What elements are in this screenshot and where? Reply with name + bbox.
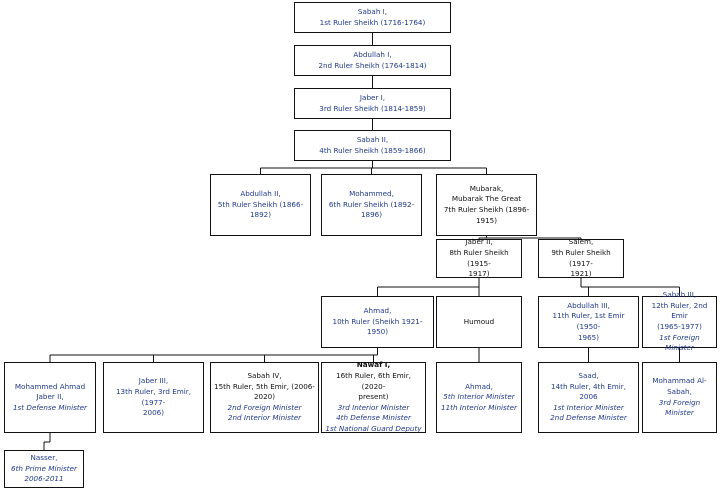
node-line: 16th Ruler, 6th Emir, (2020- — [336, 371, 411, 391]
node-line: 1st Interior Minister — [553, 402, 624, 412]
node-line: 1st Foreign Minister — [659, 332, 700, 353]
node-line: 1917) — [468, 269, 490, 279]
node-line: 11th Interior Minister — [441, 402, 517, 412]
node-line: Mohammed, — [349, 189, 394, 199]
node-sabah3: Sabah III,12th Ruler, 2nd Emir(1965-1977… — [642, 290, 717, 352]
node-humoud: Humoud — [436, 296, 522, 348]
node-line: Jaber I, — [359, 92, 386, 102]
node-line: 8th Ruler Sheikh (1915- — [449, 247, 509, 268]
node-line: 9th Ruler Sheikh (1917- — [551, 247, 611, 268]
node-line: Abdullah II, — [240, 189, 281, 199]
node-line: 1st Ruler Sheikh (1716-1764) — [319, 17, 426, 27]
node-line: Ahmad, — [465, 381, 493, 391]
node-line: 2006) — [142, 408, 165, 418]
node-line: Humoud — [463, 316, 495, 326]
node-line: 4th Defense Minister — [336, 413, 411, 423]
node-salem: Salem,9th Ruler Sheikh (1917-1921) — [538, 237, 624, 279]
node-line: Mubarak, — [469, 183, 504, 193]
node-line: 2nd Defense Minister — [550, 413, 627, 423]
node-line: Abdullah III, — [567, 300, 610, 310]
node-line: Mohammed Ahmad — [14, 381, 86, 391]
node-jaber2: Jaber II,8th Ruler Sheikh (1915-1917) — [436, 237, 522, 279]
node-line: 6th Prime Minister — [11, 463, 77, 473]
node-line: present) — [358, 392, 389, 402]
node-sabah1: Sabah I,1st Ruler Sheikh (1716-1764) — [294, 2, 451, 33]
node-sabah4: Sabah IV,15th Ruler, 5th Emir, (2006-202… — [210, 362, 319, 433]
node-line: 3rd Interior Minister — [337, 402, 410, 412]
node-line: 2006-2011 — [24, 474, 64, 484]
node-line: 4th Ruler Sheikh (1859-1866) — [319, 145, 426, 155]
node-line: 14th Ruler, 4th Emir, 2006 — [551, 381, 626, 402]
node-abdullah2: Abdullah II,5th Ruler Sheikh (1866-1892) — [210, 174, 311, 236]
node-line: 3rd Foreign Minister — [658, 397, 701, 418]
node-line: 11th Ruler, 1st Emir (1950- — [552, 311, 625, 331]
node-line: 2nd Interior Minister — [227, 413, 302, 423]
node-line: Ahmad, — [363, 306, 392, 316]
node-line: 2nd Ruler Sheikh (1764-1814) — [318, 60, 427, 70]
node-mohammed: Mohammed,6th Ruler Sheikh (1892-1896) — [321, 174, 422, 236]
node-line: 10th Ruler (Sheikh 1921-1950) — [332, 316, 423, 337]
node-line: 3rd Ruler Sheikh (1814-1859) — [319, 103, 426, 113]
node-line: 1st National Guard Deputy — [325, 423, 422, 433]
node-line: 5th Ruler Sheikh (1866-1892) — [217, 199, 304, 220]
node-line: Saad, — [578, 371, 599, 381]
node-line: Mohammad Al- — [652, 376, 707, 386]
node-sabah2: Sabah II,4th Ruler Sheikh (1859-1866) — [294, 130, 451, 161]
node-line: 1st Defense Minister — [12, 402, 88, 412]
node-line: Salem, — [568, 237, 594, 247]
node-line: Jaber III, — [138, 376, 169, 386]
node-line: 1965) — [577, 332, 600, 342]
node-line: Sabah IV, — [247, 371, 282, 381]
node-mohammadalsabah: Mohammad Al-Sabah,3rd Foreign Minister — [642, 362, 717, 433]
node-abdullah1: Abdullah I,2nd Ruler Sheikh (1764-1814) — [294, 45, 451, 76]
node-line: Sabah III, — [662, 290, 697, 300]
node-line: Sabah II, — [356, 134, 389, 144]
node-line: Nawaf I, — [356, 360, 391, 370]
node-abdullah3: Abdullah III,11th Ruler, 1st Emir (1950-… — [538, 296, 639, 348]
node-ahmad: Ahmad,10th Ruler (Sheikh 1921-1950) — [321, 296, 434, 348]
node-line: Mubarak The Great — [451, 194, 522, 204]
node-line: 1915) — [475, 215, 498, 225]
node-line: 1921) — [570, 269, 592, 279]
node-line: Jaber II, — [36, 392, 64, 402]
node-nawaf: Nawaf I,16th Ruler, 6th Emir, (2020-pres… — [321, 360, 426, 433]
node-jaber1: Jaber I,3rd Ruler Sheikh (1814-1859) — [294, 88, 451, 119]
node-line: 2nd Foreign Minister — [227, 402, 302, 412]
node-line: Abdullah I, — [353, 49, 392, 59]
node-jaber3: Jaber III,13th Ruler, 3rd Emir, (1977-20… — [103, 362, 204, 433]
node-line: Jaber II, — [465, 237, 493, 247]
node-line: 7th Ruler Sheikh (1896- — [443, 205, 530, 214]
node-line: 15th Ruler, 5th Emir, (2006- — [214, 381, 315, 391]
node-line: 13th Ruler, 3rd Emir, (1977- — [115, 386, 191, 407]
node-line: 2020) — [253, 392, 276, 402]
node-line: Sabah I, — [357, 6, 388, 16]
node-line: Nasser, — [30, 453, 58, 463]
node-line: 6th Ruler Sheikh (1892-1896) — [328, 199, 415, 220]
node-line: 5th Interior Minister — [443, 392, 515, 402]
node-line: 12th Ruler, 2nd Emir — [651, 300, 708, 321]
node-line: (1965-1977) — [657, 322, 702, 331]
node-line: Sabah, — [667, 386, 692, 396]
